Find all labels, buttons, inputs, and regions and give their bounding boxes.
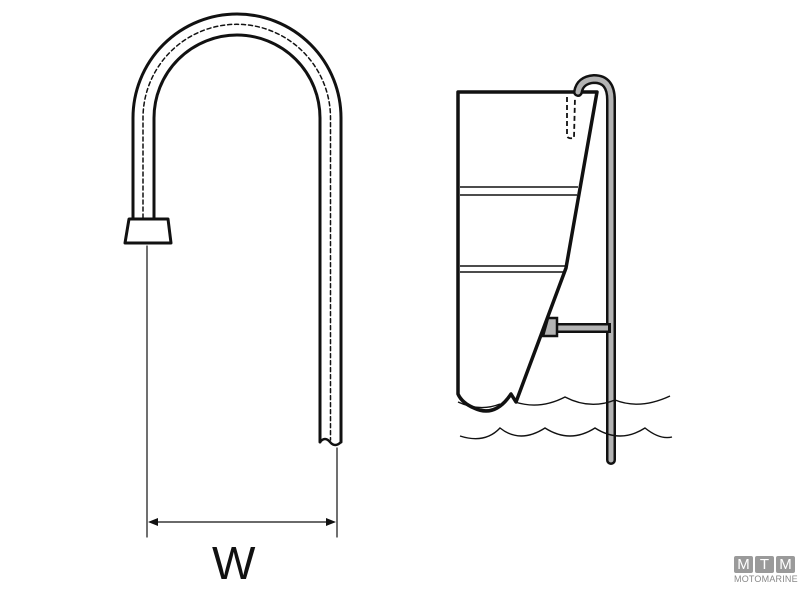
tube-inner-edge (152, 33, 322, 444)
motomarine-logo: M T M MOTOMARINE (734, 556, 798, 584)
water-wave-upper (514, 395, 671, 406)
strut-bracket (541, 316, 559, 338)
water-wave-upper-left (457, 401, 501, 409)
boat-hull (456, 90, 599, 413)
hidden-hook-dashed (566, 96, 576, 140)
logo-name: MOTOMARINE (734, 574, 798, 584)
logo-letter: M (776, 556, 795, 573)
tube-broken-end (318, 437, 343, 447)
dimension-arrow-left (148, 518, 158, 526)
dimension-label-w: W (212, 537, 256, 589)
tube-centerline (142, 23, 332, 441)
dimension-arrow-right (326, 518, 336, 526)
tube-outer-edge (131, 12, 343, 444)
logo-letter: M (734, 556, 753, 573)
water-wave-lower (459, 427, 673, 440)
ladder-pipe (575, 76, 614, 463)
logo-letter: T (755, 556, 774, 573)
tube-end-cap (123, 217, 173, 245)
